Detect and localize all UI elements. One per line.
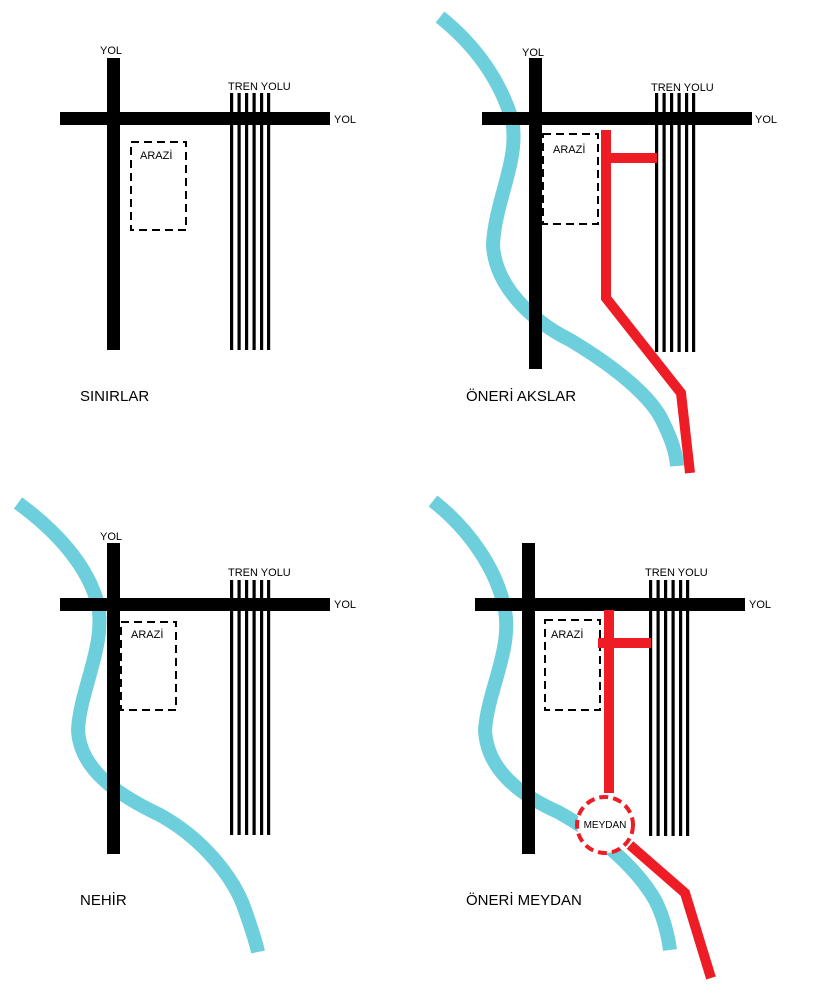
site-outline xyxy=(542,133,599,225)
site-label: ARAZİ xyxy=(131,628,163,641)
road-label-horizontal: YOL xyxy=(334,114,356,126)
railway-lines xyxy=(649,580,690,836)
panel-oneri-meydan: YOL TREN YOLU ARAZİ MEYDAN ÖNERİ MEYDAN xyxy=(428,495,771,980)
panel-nehir: YOL YOL TREN YOLU ARAZİ NEHİR xyxy=(13,497,356,954)
panel-sinirlar: YOL YOL TREN YOLU ARAZİ SINIRLAR xyxy=(60,45,356,405)
road-vertical xyxy=(522,543,535,854)
site-outline xyxy=(544,619,601,711)
panel-caption: ÖNERİ AKSLAR xyxy=(466,387,576,405)
river xyxy=(13,497,265,954)
railway-lines xyxy=(230,93,271,350)
railway-label: TREN YOLU xyxy=(645,567,708,579)
railway-label: TREN YOLU xyxy=(228,81,291,93)
river xyxy=(428,495,677,952)
road-vertical xyxy=(529,58,542,369)
site-outline xyxy=(130,141,187,231)
road-vertical xyxy=(107,543,120,854)
site-label: ARAZİ xyxy=(140,149,172,162)
proposed-axes xyxy=(601,130,695,474)
road-horizontal xyxy=(60,112,330,125)
site-label: ARAZİ xyxy=(553,143,585,156)
site-outline xyxy=(120,621,177,711)
plaza-label: MEYDAN xyxy=(584,820,627,831)
railway-label: TREN YOLU xyxy=(228,567,291,579)
road-label-horizontal: YOL xyxy=(334,599,356,611)
road-label-vertical: YOL xyxy=(100,531,122,543)
road-label-horizontal: YOL xyxy=(755,114,777,126)
railway-lines xyxy=(655,93,696,352)
proposed-axes xyxy=(598,610,716,980)
road-vertical xyxy=(107,58,120,350)
panel-oneri-akslar: YOL YOL TREN YOLU ARAZİ ÖNERİ AKSLAR xyxy=(435,11,777,474)
road-label-vertical: YOL xyxy=(522,47,544,59)
panel-caption: NEHİR xyxy=(80,891,127,909)
road-label-vertical: YOL xyxy=(100,45,122,57)
railway-label: TREN YOLU xyxy=(651,82,714,94)
road-horizontal xyxy=(475,598,745,611)
site-label: ARAZİ xyxy=(551,628,583,641)
panel-caption: ÖNERİ MEYDAN xyxy=(466,891,582,909)
railway-lines xyxy=(230,580,271,835)
plaza-circle xyxy=(575,795,635,855)
road-label-horizontal: YOL xyxy=(749,599,771,611)
panel-caption: SINIRLAR xyxy=(80,388,149,405)
road-horizontal xyxy=(60,598,330,611)
road-horizontal xyxy=(482,112,752,125)
river xyxy=(435,11,684,467)
